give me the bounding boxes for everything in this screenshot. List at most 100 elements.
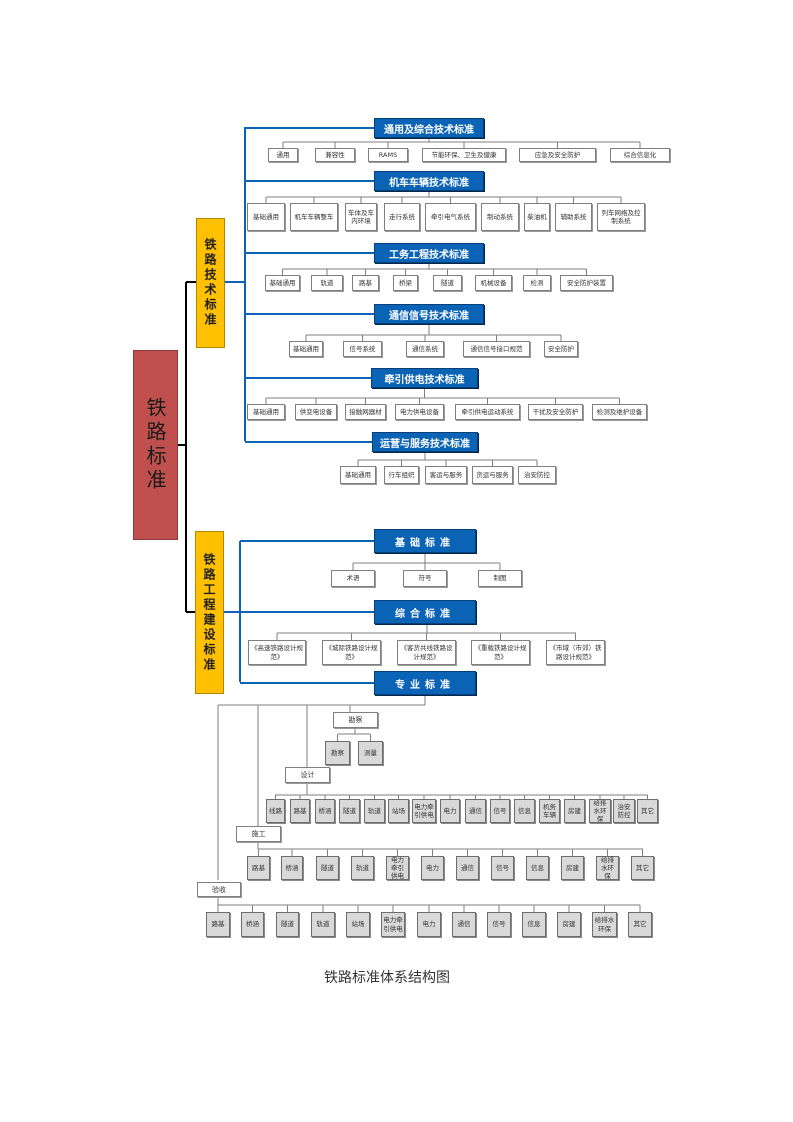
standard-item: 基础通用 (247, 203, 285, 231)
specialty-item-label: 隧道 (343, 806, 356, 815)
standard-item: 辅助系统 (555, 203, 592, 231)
standard-item-label: 辅助系统 (560, 212, 587, 221)
specialty-item: 轨道 (351, 856, 374, 880)
phase-label: 施工 (236, 826, 281, 842)
standard-item-label: 接触网器材 (349, 407, 382, 416)
specialty-item-label: 房建 (568, 806, 581, 815)
specialty-item-label: 信息 (531, 863, 544, 872)
standard-item: 接触网器材 (345, 404, 386, 420)
specialty-item: 桥涵 (315, 799, 335, 823)
specialty-item: 隧道 (339, 799, 360, 823)
specialty-item: 站场 (388, 799, 409, 823)
specialty-item: 信号 (491, 856, 514, 880)
specialty-item: 电力牵引供电 (381, 912, 405, 937)
standard-item-label: 《城际铁路设计规范》 (325, 644, 378, 661)
specialty-item: 给排水环保 (589, 799, 611, 823)
specialty-item: 房建 (561, 856, 584, 880)
specialty-item-label: 信息 (527, 920, 541, 929)
standard-item-label: RAMS (378, 150, 398, 159)
standard-item: 机车车辆整车 (290, 203, 338, 231)
phase-label: 设计 (285, 767, 330, 783)
specialty-item-label: 给排水环保 (594, 916, 615, 933)
standard-item-label: 走行系统 (389, 212, 415, 221)
standard-item-label: 机械设备 (480, 278, 507, 287)
specialty-item-label: 电力 (426, 863, 439, 872)
standard-item: 通信系统 (406, 341, 444, 357)
standard-item-label: 干扰及安全防护 (532, 407, 579, 416)
group-header: 通用及综合技术标准 (374, 118, 484, 138)
standard-item-label: 综合信息化 (623, 150, 657, 159)
category-technical-standards: 铁路技术标准 (196, 218, 225, 348)
standard-item-label: 牵引供电运动系统 (461, 407, 514, 416)
standard-item-label: 行车组织 (388, 470, 415, 479)
root-node: 铁路标准 (133, 350, 178, 540)
standard-item-label: 基础通用 (345, 470, 371, 479)
specialty-item: 电力 (421, 856, 444, 880)
phase-label-label: 验收 (212, 885, 226, 894)
group-header: 机车车辆技术标准 (374, 171, 484, 191)
standard-item: 机械设备 (475, 275, 512, 291)
specialty-item: 通信 (452, 912, 476, 937)
figure-caption: 铁路标准体系结构图 (324, 970, 450, 986)
specialty-item: 信息 (514, 799, 535, 823)
group-header: 运营与服务技术标准 (372, 432, 478, 452)
specialty-item-label: 桥涵 (246, 920, 259, 929)
specialty-item: 机务车辆 (539, 799, 560, 823)
standard-item-label: 兼容性 (325, 150, 345, 159)
group-header-label: 通用及综合技术标准 (384, 124, 474, 136)
specialty-item: 信号 (490, 799, 510, 823)
standard-item-label: 通信系统 (412, 344, 438, 353)
specialty-item: 路基 (247, 856, 270, 880)
standard-item: 检测及维护设备 (592, 404, 647, 420)
specialty-item-label: 路基 (252, 863, 265, 872)
specialty-item-label: 隧道 (321, 863, 334, 872)
standard-item-label: 安全防护装置 (567, 278, 606, 287)
specialty-item-label: 桥涵 (285, 863, 299, 872)
standard-item: 通信信号接口规范 (463, 341, 530, 357)
specialty-item: 路基 (290, 799, 310, 823)
standard-item: 供变电设备 (295, 404, 337, 420)
specialty-item: 电力牵引供电 (386, 856, 409, 880)
specialty-item: 信息 (526, 856, 549, 880)
specialty-item-label: 测量 (364, 748, 377, 757)
standard-item: RAMS (368, 148, 408, 162)
standard-item: 柴油机 (524, 203, 550, 231)
group-header: 专业标准 (374, 671, 476, 695)
specialty-item: 信号 (487, 912, 511, 937)
specialty-item-label: 轨道 (356, 863, 369, 872)
specialty-item: 给排水环保 (596, 856, 619, 880)
standard-item: 行车组织 (384, 466, 419, 484)
specialty-item: 给排水环保 (592, 912, 617, 937)
standard-item: 基础通用 (247, 404, 285, 420)
specialty-item: 勘察 (325, 741, 350, 765)
specialty-item: 隧道 (276, 912, 299, 937)
specialty-item-label: 桥涵 (318, 806, 332, 815)
standard-item-label: 隧道 (441, 278, 454, 287)
standard-item-label: 基础通用 (253, 407, 279, 416)
standard-item: 牵引电气系统 (425, 203, 476, 231)
specialty-item-label: 通信 (457, 920, 471, 929)
specialty-item: 桥涵 (241, 912, 264, 937)
standard-item: 干扰及安全防护 (528, 404, 583, 420)
phase-label: 勘察 (333, 712, 378, 728)
specialty-item: 轨道 (311, 912, 335, 937)
specialty-item-label: 路基 (293, 806, 307, 815)
group-header-label: 牵引供电技术标准 (384, 374, 465, 386)
standard-item: 客运与服务 (425, 466, 467, 484)
standard-item: 制图 (478, 570, 522, 587)
group-header-label: 基础标准 (395, 537, 455, 549)
standard-item: 符号 (403, 570, 447, 587)
standard-item: 检测 (523, 275, 551, 291)
standard-item: 列车网络及控制系统 (597, 203, 645, 231)
specialty-item-label: 隧道 (281, 920, 294, 929)
specialty-item: 治安防控 (613, 799, 635, 823)
group-header-label: 运营与服务技术标准 (380, 438, 470, 450)
specialty-item-label: 机务车辆 (543, 802, 556, 819)
specialty-item-label: 电力牵引供电 (414, 802, 434, 819)
specialty-item: 桥涵 (281, 856, 303, 880)
standard-item-label: 客运与服务 (429, 470, 463, 479)
phase-label-label: 勘察 (348, 716, 363, 724)
standard-item-label: 符号 (418, 574, 432, 583)
standard-item-label: 机车车辆整车 (294, 212, 334, 221)
